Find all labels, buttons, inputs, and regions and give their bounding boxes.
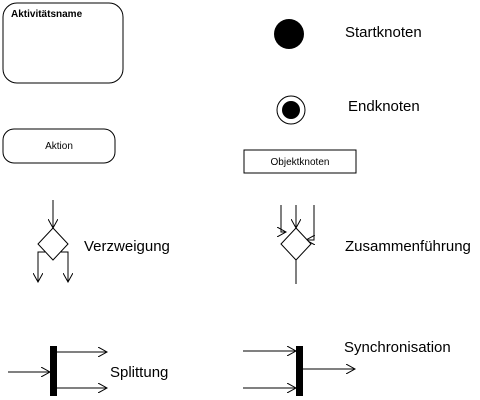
end-node-symbol (276, 95, 306, 125)
decision-symbol (38, 200, 68, 282)
fork-symbol (8, 346, 107, 396)
object-node-symbol: Objektknoten (243, 149, 357, 174)
end-node-label: Endknoten (348, 98, 420, 115)
join-label: Synchronisation (344, 339, 451, 356)
join-symbol (243, 346, 355, 396)
merge-label: Zusammenführung (345, 238, 471, 255)
activity-name-label: Aktivitätsname (11, 9, 83, 20)
action-label: Aktion (45, 141, 73, 152)
decision-label: Verzweigung (84, 238, 170, 255)
start-node-symbol (274, 19, 304, 49)
fork-label: Splittung (110, 364, 168, 381)
action-symbol: Aktion (2, 128, 116, 164)
start-node-label: Startknoten (345, 24, 422, 41)
object-node-label: Objektknoten (271, 157, 330, 168)
activity-frame-symbol: Aktivitätsname (2, 2, 124, 84)
merge-symbol (281, 205, 314, 284)
